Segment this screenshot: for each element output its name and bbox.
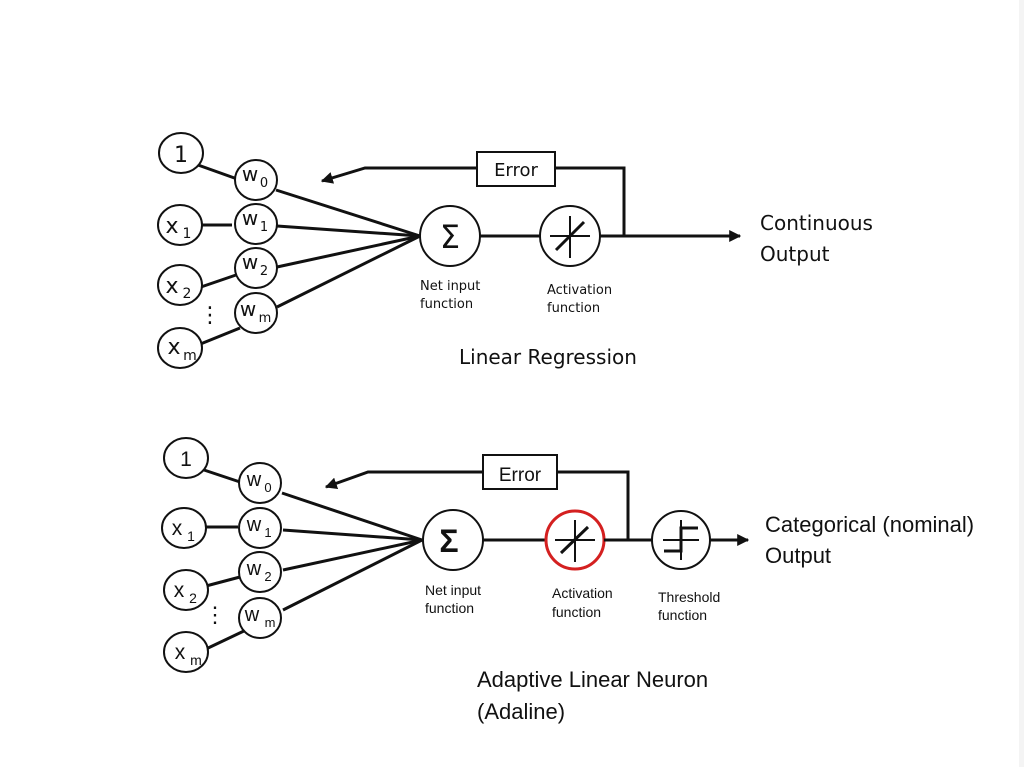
threshold-caption: function [658, 607, 707, 623]
input-node: x m [157, 327, 203, 369]
output-label: Categorical (nominal) [765, 512, 974, 537]
activation-node [544, 509, 606, 571]
threshold-caption: Threshold [658, 589, 720, 605]
weight-subscript: 0 [264, 480, 271, 495]
input-node: x 1 [161, 507, 207, 549]
output-label: Output [760, 242, 830, 266]
error-box [482, 454, 558, 490]
input-label: x [165, 274, 178, 299]
weight-subscript: 2 [264, 569, 271, 584]
weight-node: w 2 [238, 551, 282, 593]
weight-subscript: 2 [260, 264, 268, 279]
error-feedback-arrow [324, 470, 483, 490]
weight-subscript: 1 [260, 220, 268, 235]
output-label: Continuous [760, 211, 873, 235]
error-box [476, 151, 556, 187]
error-feedback-arrow [320, 166, 477, 184]
weight-node: w 1 [238, 507, 282, 549]
error-feedback-line [557, 470, 630, 540]
input-node: x 2 [157, 264, 203, 306]
diagram-title: Linear Regression [459, 345, 637, 369]
edge-w0-sum [281, 491, 423, 542]
diagram-title: (Adaline) [477, 699, 565, 724]
weight-node: w 0 [234, 159, 278, 201]
edge-w2-sum [276, 234, 421, 269]
activation-caption: Activation [547, 283, 612, 298]
sigma-icon: Σ [439, 523, 458, 559]
weight-label: w [246, 558, 262, 580]
edge-input2-w2 [197, 273, 237, 290]
error-label: Error [494, 160, 538, 181]
slide-edge [1019, 0, 1024, 767]
input-label: x [167, 335, 180, 360]
error-label: Error [499, 465, 542, 486]
weight-subscript: m [265, 615, 276, 630]
output-label: Output [765, 543, 831, 568]
edge-input0-w0 [197, 163, 241, 182]
diagram-title: Adaptive Linear Neuron [477, 667, 708, 692]
edge-w0-sum [275, 188, 421, 238]
adaline-diagram: 1 x 1 x 2 x m ⋮ w 0 w 1 w [161, 437, 974, 724]
edge-input2-w2 [205, 575, 241, 588]
weight-node: w 0 [238, 462, 282, 504]
edge-wm-sum [282, 538, 423, 612]
input-label: 1 [174, 143, 188, 168]
weight-node: w 2 [234, 247, 278, 289]
net-input-node: Σ [422, 509, 484, 571]
sigma-icon: Σ [440, 218, 460, 256]
weight-label: w [244, 604, 260, 626]
error-feedback-line [555, 166, 626, 236]
weight-label: w [246, 514, 262, 536]
edge-inputm-wm [205, 628, 247, 651]
net-input-caption: Net input [425, 582, 481, 598]
input-node: x 1 [157, 204, 203, 246]
input-node: 1 [163, 437, 209, 479]
activation-node [539, 205, 601, 267]
net-input-caption: Net input [420, 279, 480, 294]
input-label: x [174, 579, 185, 602]
activation-caption: function [547, 301, 600, 316]
net-input-node: Σ [419, 205, 481, 267]
input-label: x [175, 641, 186, 664]
edge-wm-sum [276, 234, 421, 309]
input-subscript: 2 [183, 286, 192, 302]
edge-inputm-wm [197, 326, 241, 347]
weight-label: w [242, 206, 258, 230]
edge-w1-sum [282, 528, 423, 542]
weight-node: w m [238, 597, 282, 639]
input-subscript: m [183, 348, 197, 364]
weight-node: w 1 [234, 203, 278, 245]
weight-node: w m [234, 292, 278, 334]
input-node: x 2 [163, 569, 209, 611]
net-input-caption: function [425, 600, 474, 616]
activation-caption: Activation [552, 585, 613, 601]
input-node: x m [163, 631, 209, 673]
net-input-caption: function [420, 297, 473, 312]
ellipsis: ⋮ [199, 303, 221, 328]
ellipsis: ⋮ [204, 602, 226, 627]
threshold-node [651, 510, 711, 570]
edge-w2-sum [282, 538, 423, 572]
weight-subscript: 0 [260, 176, 268, 191]
weight-subscript: m [259, 311, 272, 326]
input-node: 1 [158, 132, 204, 174]
edge-w1-sum [276, 224, 421, 238]
activation-caption: function [552, 604, 601, 620]
weight-label: w [246, 469, 262, 491]
weight-label: w [240, 297, 256, 321]
weight-label: w [242, 250, 258, 274]
weight-subscript: 1 [264, 525, 271, 540]
input-subscript: 1 [187, 528, 195, 544]
input-subscript: 2 [189, 590, 197, 606]
input-subscript: 1 [183, 226, 192, 242]
linear-regression-diagram: 1 x 1 x 2 x m ⋮ w 0 w 1 [157, 132, 873, 369]
input-subscript: m [190, 652, 202, 668]
input-label: 1 [180, 448, 192, 471]
input-label: x [172, 517, 183, 540]
input-label: x [165, 214, 178, 239]
weight-label: w [242, 162, 258, 186]
